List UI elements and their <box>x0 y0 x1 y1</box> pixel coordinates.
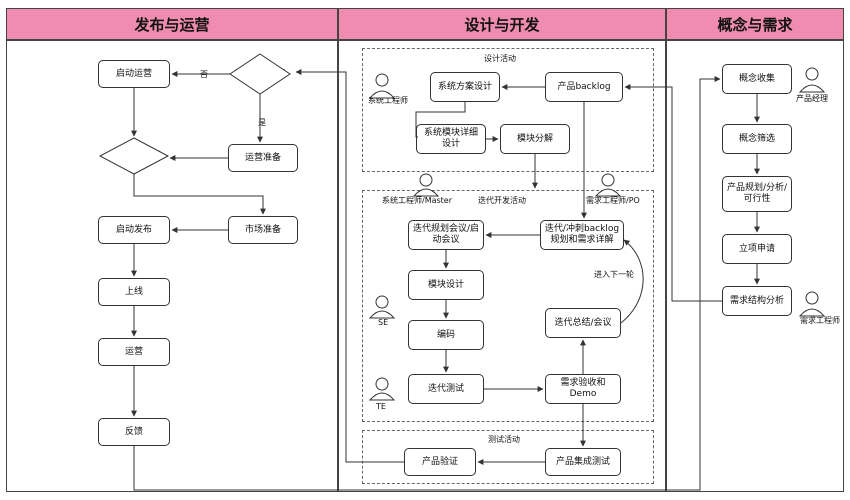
box-concept-collect: 概念收集 <box>722 64 792 94</box>
lane-release <box>6 40 338 492</box>
person-icon-system-engineer <box>368 73 396 99</box>
box-concept-analysis: 产品规划/分析/可行性 <box>722 176 792 212</box>
box-concept-approval: 立项申请 <box>722 234 792 264</box>
box-module-design: 模块设计 <box>408 270 484 300</box>
group-label-design: 设计活动 <box>484 54 516 63</box>
box-acceptance-demo: 需求验收和Demo <box>545 374 621 404</box>
box-iteration-test: 迭代测试 <box>408 374 484 404</box>
role-po: 需求工程师/PO <box>586 196 640 205</box>
role-se: SE <box>378 318 389 327</box>
box-start-release: 启动发布 <box>98 216 170 244</box>
box-product-backlog: 产品backlog <box>545 72 623 102</box>
box-system-design: 系统方案设计 <box>430 72 500 102</box>
role-system-engineer: 系统工程师 <box>368 96 408 105</box>
role-sys-master: 系统工程师/Master <box>382 196 453 205</box>
edge-feedback-concept <box>133 76 721 491</box>
role-te: TE <box>376 402 386 411</box>
edge-label-yes: 是 <box>258 118 266 127</box>
person-icon-po <box>594 173 622 197</box>
role-requirement-engineer: 需求工程师 <box>800 316 840 325</box>
lane-header-release: 发布与运营 <box>6 8 338 40</box>
lane-concept <box>666 40 844 492</box>
box-integration-test: 产品集成测试 <box>545 448 621 476</box>
box-coding: 编码 <box>408 320 484 350</box>
diamond-decision <box>229 53 291 95</box>
box-start-ops: 启动运营 <box>98 60 170 88</box>
person-icon-te <box>368 377 396 401</box>
lane-design <box>338 40 666 492</box>
edge-check-market <box>133 174 266 215</box>
box-ops-prep: 运营准备 <box>228 144 298 172</box>
label-next-round: 进入下一轮 <box>594 270 634 279</box>
box-product-verify: 产品验证 <box>404 448 476 476</box>
lane-header-design: 设计与开发 <box>338 8 666 40</box>
edge-design-detail <box>415 102 466 138</box>
edge-req-backlog <box>624 84 722 302</box>
box-concept-filter: 概念筛选 <box>722 124 792 154</box>
person-icon-se <box>368 295 396 319</box>
box-module-split: 模块分解 <box>500 124 570 154</box>
group-design-activity <box>362 48 654 172</box>
edge-verify-decision <box>295 69 404 463</box>
box-iteration-plan: 迭代/冲刺backlog规划和需求详解 <box>540 220 624 250</box>
edge-retro-plan <box>620 239 644 324</box>
group-label-test: 测试活动 <box>488 435 520 444</box>
box-online: 上线 <box>98 278 170 306</box>
diamond-ops-check <box>98 137 170 175</box>
person-icon-sys-master <box>412 173 440 197</box>
box-iteration-meeting: 迭代规划会议/启动会议 <box>408 220 484 250</box>
box-requirement-analysis: 需求结构分析 <box>722 286 792 316</box>
box-iteration-retro: 迭代总结/会议 <box>545 308 621 338</box>
person-icon-requirement-engineer <box>798 291 826 317</box>
box-feedback: 反馈 <box>98 418 170 446</box>
group-iteration-activity <box>362 190 654 422</box>
person-icon-product-manager <box>798 67 826 93</box>
role-product-manager: 产品经理 <box>796 94 828 103</box>
group-test-activity <box>362 430 654 484</box>
group-label-iteration: 迭代开发活动 <box>478 196 526 205</box>
box-detail-design: 系统模块详细设计 <box>416 124 486 154</box>
lane-header-concept: 概念与需求 <box>666 8 844 40</box>
box-market-prep: 市场准备 <box>228 216 298 244</box>
box-operate: 运营 <box>98 338 170 366</box>
